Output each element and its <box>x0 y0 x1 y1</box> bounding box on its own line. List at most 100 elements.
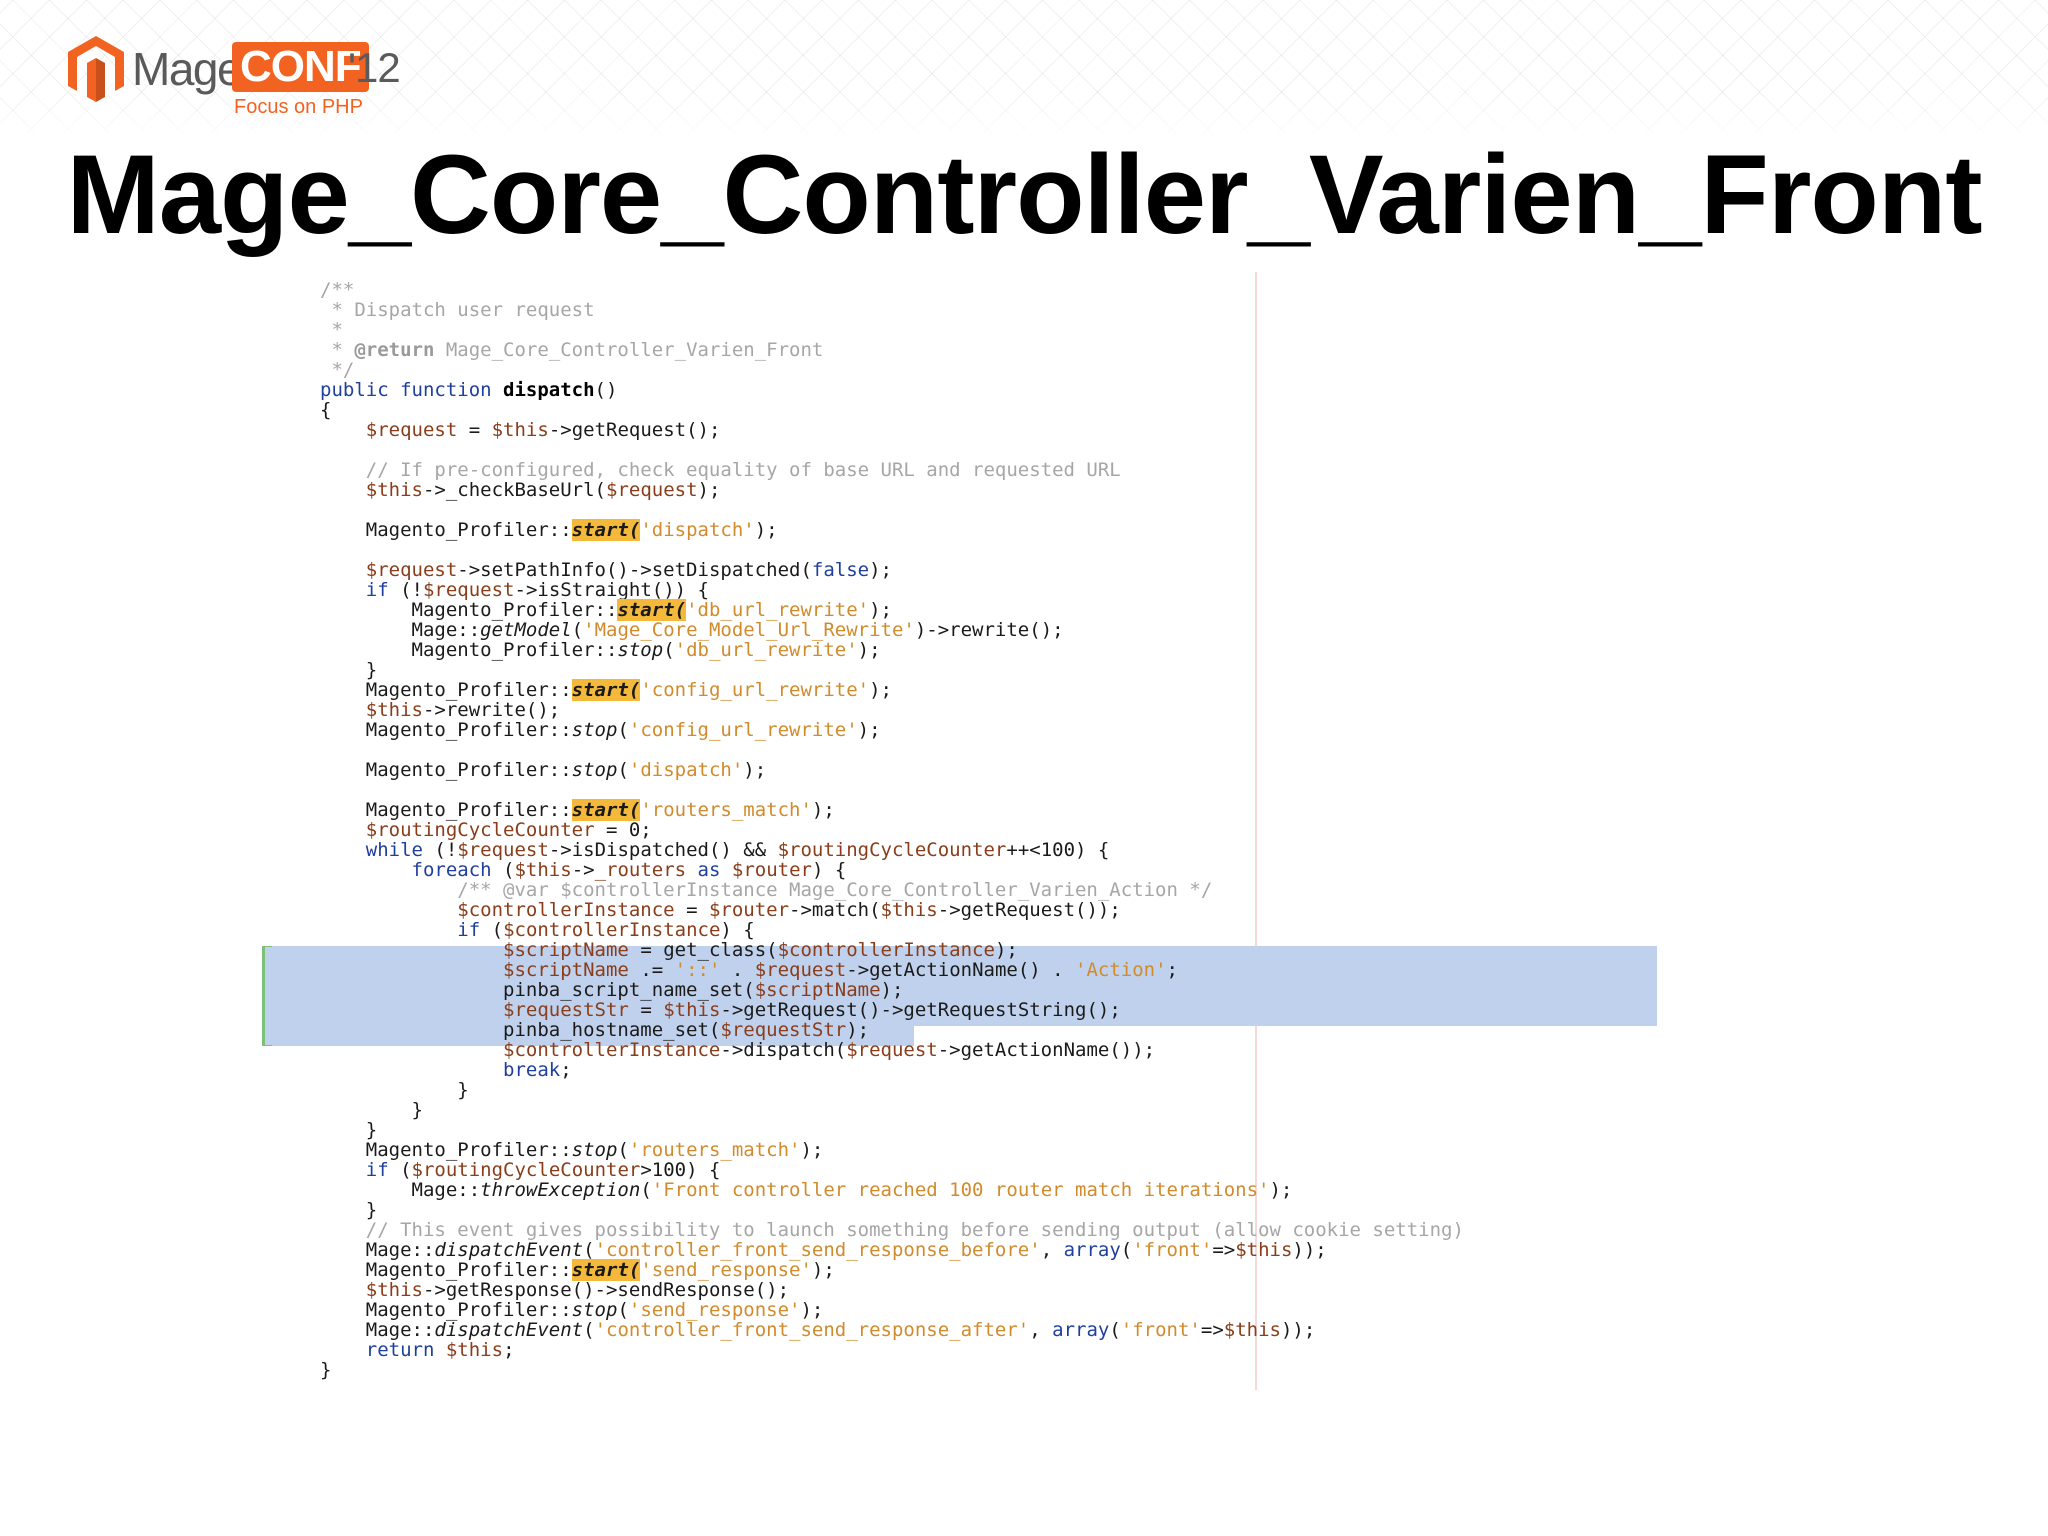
code-token: ( <box>640 1179 652 1201</box>
code-token: (! <box>388 579 423 601</box>
code-token: stop <box>571 1299 618 1321</box>
code-token: dispatchEvent <box>434 1319 584 1341</box>
code-line: Magento_Profiler::stop('dispatch'); <box>320 760 1464 780</box>
code-token: ); <box>869 559 892 581</box>
code-token: ); <box>800 1299 824 1321</box>
code-token: 'send_response' <box>640 1259 812 1281</box>
code-token: stop <box>617 639 664 661</box>
code-token: ( <box>617 1299 629 1321</box>
code-token: } <box>320 659 378 681</box>
header-pattern-fade <box>0 95 2048 140</box>
code-token: $request <box>365 559 458 581</box>
code-token: false <box>811 559 870 581</box>
code-token: pinba_hostname_set( <box>320 1019 721 1041</box>
code-token: $this <box>663 999 721 1021</box>
code-line: while (!$request->isDispatched() && $rou… <box>320 840 1464 860</box>
code-token: ); <box>857 719 881 741</box>
code-token: .= <box>628 959 675 981</box>
code-token: stop <box>571 1139 618 1161</box>
logo-tagline: Focus on PHP <box>234 96 363 118</box>
code-token: } <box>320 1119 378 1141</box>
code-token <box>320 839 366 861</box>
code-line: $this->getResponse()->sendResponse(); <box>320 1280 1464 1300</box>
code-token: ( <box>617 1139 629 1161</box>
code-token <box>320 1279 366 1301</box>
code-line <box>320 740 1464 760</box>
code-token: Mage:: <box>320 1319 435 1341</box>
code-token: ->getActionName() . <box>846 959 1076 981</box>
code-token: $routingCycleCounter <box>411 1159 641 1181</box>
code-token: ( <box>480 919 504 941</box>
code-token: '::' <box>674 959 721 981</box>
code-token: ; <box>560 1059 572 1081</box>
code-token: ->match( <box>789 899 881 921</box>
code-token: if <box>365 1159 389 1181</box>
code-token: ->isStraight()) { <box>514 579 709 601</box>
code-token: 'routers_match' <box>628 1139 801 1161</box>
code-token: stop <box>571 759 618 781</box>
code-token: * <box>320 319 343 341</box>
code-line: $controllerInstance = $router->match($th… <box>320 900 1464 920</box>
code-token: 'routers_match' <box>640 799 812 821</box>
code-block: /** * Dispatch user request * * @return … <box>320 280 1464 1380</box>
code-token: 'front' <box>1132 1239 1213 1261</box>
code-token: = <box>628 999 664 1021</box>
code-token: Magento_Profiler:: <box>320 679 572 701</box>
code-token: Mage:: <box>320 1179 481 1201</box>
code-token: while <box>365 839 423 861</box>
code-token: /** @var $controllerInstance Mage_Core_C… <box>457 879 1213 901</box>
code-token: 'Mage_Core_Model_Url_Rewrite' <box>583 619 915 641</box>
code-token: * Dispatch user request <box>320 299 595 321</box>
code-token <box>320 939 503 961</box>
code-token: , <box>1029 1319 1053 1341</box>
code-line <box>320 440 1464 460</box>
code-token: >100) { <box>640 1159 721 1181</box>
code-token <box>320 459 366 481</box>
code-token: ->getRequest()->getRequestString(); <box>720 999 1121 1021</box>
code-token: 'db_url_rewrite' <box>686 599 870 621</box>
code-token <box>320 559 366 581</box>
code-token: $scriptName <box>503 959 629 981</box>
code-line: } <box>320 1080 1464 1100</box>
code-line: * <box>320 320 1464 340</box>
code-line: $request->setPathInfo()->setDispatched(f… <box>320 560 1464 580</box>
code-token <box>320 479 366 501</box>
code-token: 'controller_front_send_response_before' <box>594 1239 1041 1261</box>
code-token: } <box>320 1099 423 1121</box>
code-line <box>320 500 1464 520</box>
code-token: start( <box>571 799 641 821</box>
code-token: $request <box>846 1039 938 1061</box>
code-token: pinba_script_name_set( <box>320 979 755 1001</box>
code-token: $scriptName <box>754 979 881 1001</box>
code-token: 'Front controller reached 100 router mat… <box>651 1179 1270 1201</box>
code-line: $controllerInstance->dispatch($request->… <box>320 1040 1464 1060</box>
code-token: )); <box>1292 1239 1327 1261</box>
code-token: $this <box>1235 1239 1293 1261</box>
code-line: $request = $this->getRequest(); <box>320 420 1464 440</box>
code-line: $scriptName = get_class($controllerInsta… <box>320 940 1464 960</box>
code-token: ->getResponse()->sendResponse(); <box>422 1279 790 1301</box>
code-token: Magento_Profiler:: <box>320 519 572 541</box>
code-token: $this <box>514 859 572 881</box>
code-token: throwException <box>480 1179 641 1201</box>
code-token: $request <box>606 479 698 501</box>
code-token: ; <box>503 1339 515 1361</box>
code-token: // This event gives possibility to launc… <box>365 1219 1464 1241</box>
code-token: ); <box>754 519 778 541</box>
code-line: foreach ($this->_routers as $router) { <box>320 860 1464 880</box>
code-line: Mage::dispatchEvent('controller_front_se… <box>320 1320 1464 1340</box>
code-line: Magento_Profiler::start('config_url_rewr… <box>320 679 1464 701</box>
code-token <box>320 419 366 441</box>
code-token <box>320 1219 366 1241</box>
code-token: ( <box>388 1159 412 1181</box>
code-line: Magento_Profiler::stop('send_response'); <box>320 1300 1464 1320</box>
code-token: 'send_response' <box>628 1299 801 1321</box>
code-token: ); <box>846 1019 870 1041</box>
code-line: Magento_Profiler::start('routers_match')… <box>320 799 1464 821</box>
code-token: ( <box>617 719 629 741</box>
code-line: // This event gives possibility to launc… <box>320 1220 1464 1240</box>
code-token: () <box>594 379 618 401</box>
code-token: $controllerInstance <box>503 1039 721 1061</box>
code-token: Magento_Profiler:: <box>320 799 572 821</box>
code-token: ); <box>811 799 835 821</box>
